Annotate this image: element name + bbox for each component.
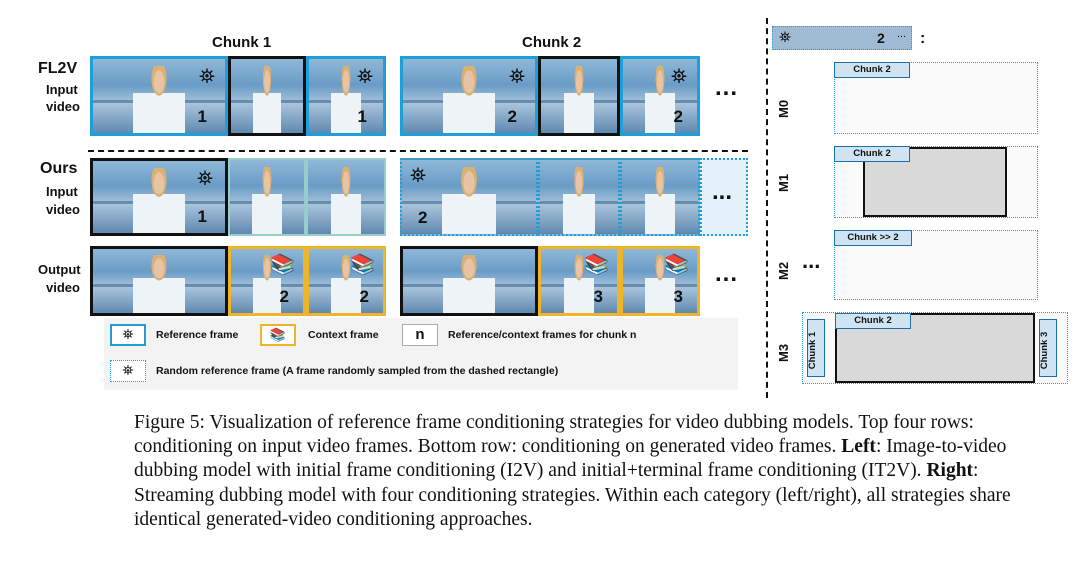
ours-sub2: video [46, 202, 80, 217]
row-separator [88, 150, 748, 152]
top-strip-colon: : [920, 30, 926, 47]
fl2v-frame-1: ⛯ 1 [90, 56, 228, 136]
m2-chunk-label: Chunk >> 2 [834, 230, 912, 246]
binoculars-icon: ⛯ [779, 29, 792, 46]
ours-input-frame-3 [306, 158, 386, 236]
m3-label: M3 [776, 343, 791, 362]
fl2v-sub1: Input [46, 82, 78, 97]
ours-label: Ours [40, 160, 78, 177]
ours-input-ellipsis: ... [712, 178, 733, 205]
top-strip-dots: ... [897, 28, 907, 40]
caption-right-bold: Right [926, 460, 974, 482]
m0-chunk-label: Chunk 2 [834, 62, 910, 78]
binoculars-icon: ⛯ [122, 326, 134, 342]
ours-input-frame-6 [620, 158, 700, 236]
output-frame-1 [90, 246, 228, 316]
m3-region: Chunk 2 Chunk 1 Chunk 3 [802, 312, 1068, 384]
panel-divider [766, 18, 768, 398]
book-stack-icon: 📚 [270, 254, 295, 276]
legend-n-label: Reference/context frames for chunk n [448, 329, 637, 341]
binoculars-icon: ⛯ [410, 165, 426, 187]
fl2v-ellipsis: ... [715, 74, 739, 101]
frame-number: 1 [197, 107, 207, 126]
fl2v-frame-3: ⛯ 1 [306, 56, 386, 136]
output-ellipsis: ... [715, 260, 739, 287]
caption-left-text: : Image-to-video dubbing model with init… [134, 436, 1007, 482]
frame-number: 1 [197, 207, 207, 226]
legend-n-symbol: n [415, 326, 425, 343]
output-frame-3: 📚 2 [306, 246, 386, 316]
frame-number: 2 [507, 107, 517, 126]
fl2v-frame-4: ⛯ 2 [400, 56, 538, 136]
m3-left-chunk: Chunk 1 [807, 319, 825, 377]
ours-input-frame-2 [228, 158, 306, 236]
m0-region: Chunk 2 [834, 62, 1038, 134]
m2-ellipsis: ... [802, 248, 821, 273]
frame-number: 1 [357, 107, 367, 126]
caption-text-1: Visualization of reference frame conditi… [134, 412, 974, 458]
output-sub2: video [46, 280, 80, 295]
output-frame-5: 📚 3 [538, 246, 620, 316]
caption-label: Figure 5: [134, 412, 205, 433]
chunk2-title: Chunk 2 [522, 34, 582, 51]
binoculars-icon: ⛯ [509, 66, 525, 88]
ours-input-frame-4: ⛯ 2 [400, 158, 538, 236]
m3-right-chunk: Chunk 3 [1039, 319, 1057, 377]
ours-input-dashed-region: ... [700, 158, 748, 236]
legend-n-swatch: n [402, 324, 438, 346]
m3-right-chunk-label: Chunk 3 [1039, 331, 1051, 370]
binoculars-icon: ⛯ [671, 66, 687, 88]
legend-random-swatch: ⛯ [110, 360, 146, 382]
ours-input-frame-1: ⛯ 1 [90, 158, 228, 236]
m3-sample-rect [835, 313, 1035, 383]
binoculars-icon: ⛯ [122, 362, 134, 378]
figure-caption: Figure 5: Visualization of reference fra… [134, 411, 1054, 532]
caption-right-text: : Streaming dubbing model with four cond… [134, 460, 1011, 530]
legend: ⛯ Reference frame 📚 Context frame n Refe… [104, 318, 738, 390]
frame-number: 2 [279, 287, 289, 306]
m2-label: M2 [776, 261, 791, 280]
m3-chunk-label: Chunk 2 [835, 313, 911, 329]
fl2v-frame-6: ⛯ 2 [620, 56, 700, 136]
m1-label: M1 [776, 173, 791, 192]
legend-context-swatch: 📚 [260, 324, 296, 346]
ours-input-frame-5 [538, 158, 620, 236]
frame-number: 2 [359, 287, 369, 306]
output-frame-6: 📚 3 [620, 246, 700, 316]
caption-left-bold: Left [841, 436, 876, 458]
book-stack-icon: 📚 [350, 254, 375, 276]
legend-context-label: Context frame [308, 329, 379, 341]
frame-number: 2 [418, 208, 428, 227]
chunk1-title: Chunk 1 [212, 34, 272, 51]
book-stack-icon: 📚 [664, 254, 689, 276]
m1-region: Chunk 2 [834, 146, 1038, 218]
output-frame-2: 📚 2 [228, 246, 306, 316]
top-strip-number: 2 [877, 30, 885, 46]
binoculars-icon: ⛯ [199, 66, 215, 88]
m3-left-chunk-label: Chunk 1 [807, 331, 819, 370]
fl2v-sub2: video [46, 99, 80, 114]
fl2v-frame-5 [538, 56, 620, 136]
top-frame-strip: ⛯ 2 ... [772, 26, 912, 50]
frame-number: 2 [673, 107, 683, 126]
legend-reference-label: Reference frame [156, 329, 239, 341]
legend-reference-swatch: ⛯ [110, 324, 146, 346]
book-stack-icon: 📚 [584, 254, 609, 276]
m1-chunk-label: Chunk 2 [834, 146, 910, 162]
fl2v-label: FL2V [38, 60, 78, 77]
book-stack-icon: 📚 [269, 327, 287, 342]
output-sub1: Output [38, 262, 81, 277]
m0-label: M0 [776, 99, 791, 118]
output-frame-4 [400, 246, 538, 316]
m2-region: Chunk >> 2 [834, 230, 1038, 300]
fl2v-frame-2 [228, 56, 306, 136]
binoculars-icon: ⛯ [197, 168, 213, 190]
frame-number: 3 [593, 287, 603, 306]
legend-random-label: Random reference frame (A frame randomly… [156, 365, 559, 377]
ours-sub1: Input [46, 184, 78, 199]
frame-number: 3 [673, 287, 683, 306]
binoculars-icon: ⛯ [357, 66, 373, 88]
